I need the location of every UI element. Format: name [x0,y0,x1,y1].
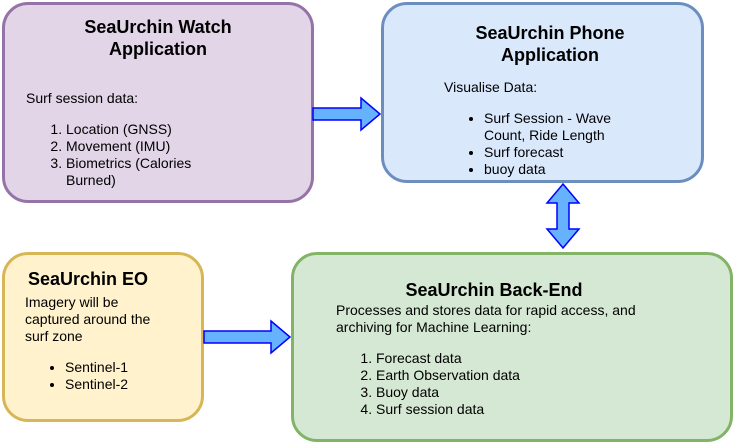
phone-app-box: SeaUrchin Phone Application Visualise Da… [381,2,704,183]
list-item: Location (GNSS) [66,121,226,138]
backend-box: SeaUrchin Back-End Processes and stores … [291,252,733,442]
backend-title: SeaUrchin Back-End [405,280,583,300]
phone-title-line1: SeaUrchin Phone [475,23,625,43]
eo-title: SeaUrchin EO [28,269,149,289]
phone-app-title: SeaUrchin Phone Application [430,22,670,66]
eo-intro: Imagery will be captured around the surf… [25,294,151,344]
phone-title-line2: Application [501,45,599,65]
arrow-phone-backend-bidirectional [545,182,581,250]
watch-title-line2: Application [109,39,207,59]
list-item: Surf forecast [484,144,644,161]
watch-title-line1: SeaUrchin Watch [84,17,232,37]
phone-list: Surf Session - Wave Count, Ride Length S… [444,110,644,178]
eo-list: Sentinel-1 Sentinel-2 [25,359,170,393]
watch-app-box: SeaUrchin Watch Application Surf session… [2,2,314,203]
eo-content: Imagery will be captured around the surf… [25,294,170,393]
arrow-eo-to-backend [203,319,292,355]
list-item: Biometrics (Calories Burned) [66,155,226,189]
list-item: buoy data [484,161,644,178]
watch-app-content: Surf session data: Location (GNSS) Movem… [26,90,226,189]
backend-intro: Processes and stores data for rapid acce… [336,302,636,335]
list-item: Buoy data [376,384,666,401]
list-item: Sentinel-2 [65,376,170,393]
watch-list: Location (GNSS) Movement (IMU) Biometric… [26,121,226,189]
watch-app-title: SeaUrchin Watch Application [5,16,311,60]
backend-list: Forecast data Earth Observation data Buo… [336,350,666,418]
list-item: Earth Observation data [376,367,666,384]
list-item: Surf session data [376,401,666,418]
list-item: Sentinel-1 [65,359,170,376]
list-item: Movement (IMU) [66,138,226,155]
phone-app-content: Visualise Data: Surf Session - Wave Coun… [444,79,644,178]
watch-intro: Surf session data: [26,90,139,106]
list-item: Surf Session - Wave Count, Ride Length [484,110,644,144]
list-item: Forecast data [376,350,666,367]
backend-content: Processes and stores data for rapid acce… [336,302,666,418]
arrow-watch-to-phone [312,96,382,132]
eo-box: SeaUrchin EO Imagery will be captured ar… [2,252,204,422]
phone-intro: Visualise Data: [444,79,538,95]
